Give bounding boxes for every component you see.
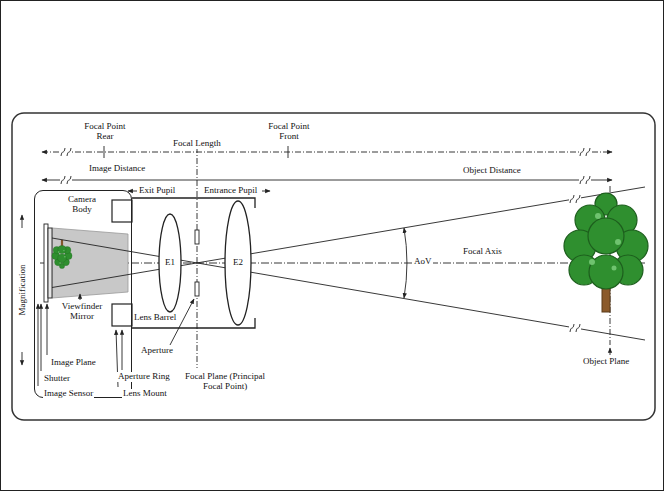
part-label: Image Plane bbox=[50, 358, 97, 368]
part-label: Focal Plane (Principal Focal Point) bbox=[178, 372, 272, 392]
part-label: Magnification bbox=[17, 263, 27, 316]
part-label: Viewfinder Mirror bbox=[56, 302, 108, 322]
part-label: Entrance Pupil bbox=[203, 186, 258, 196]
part-label: Exit Pupil bbox=[138, 186, 176, 196]
lens-ellipse bbox=[159, 214, 181, 312]
part-label: Focal Point Rear bbox=[78, 122, 132, 142]
part-label: E1 bbox=[165, 258, 175, 268]
part-label: AoV bbox=[413, 257, 433, 267]
part-label: Lens Mount bbox=[122, 389, 168, 399]
part-label: Object Distance bbox=[462, 166, 522, 176]
part-label: Aperture bbox=[140, 346, 174, 356]
part-label: Shutter bbox=[43, 374, 71, 384]
lens-ellipse bbox=[225, 201, 251, 325]
part-label: Focal Point Front bbox=[262, 122, 316, 142]
part-label: Camera Body bbox=[62, 195, 102, 215]
part-label: Image Distance bbox=[88, 164, 146, 174]
part-label: E2 bbox=[233, 258, 243, 268]
part-label: Lens Barrel bbox=[133, 313, 177, 323]
part-label: Aperture Ring bbox=[117, 372, 171, 382]
part-label: Object Plane bbox=[582, 357, 630, 367]
part-label: Focal Axis bbox=[462, 247, 503, 257]
lens-element: E2 bbox=[224, 200, 252, 326]
part-label: Image Sensor bbox=[43, 389, 94, 399]
part-label: Focal Length bbox=[172, 139, 222, 149]
lens-element: E1 bbox=[158, 213, 182, 313]
